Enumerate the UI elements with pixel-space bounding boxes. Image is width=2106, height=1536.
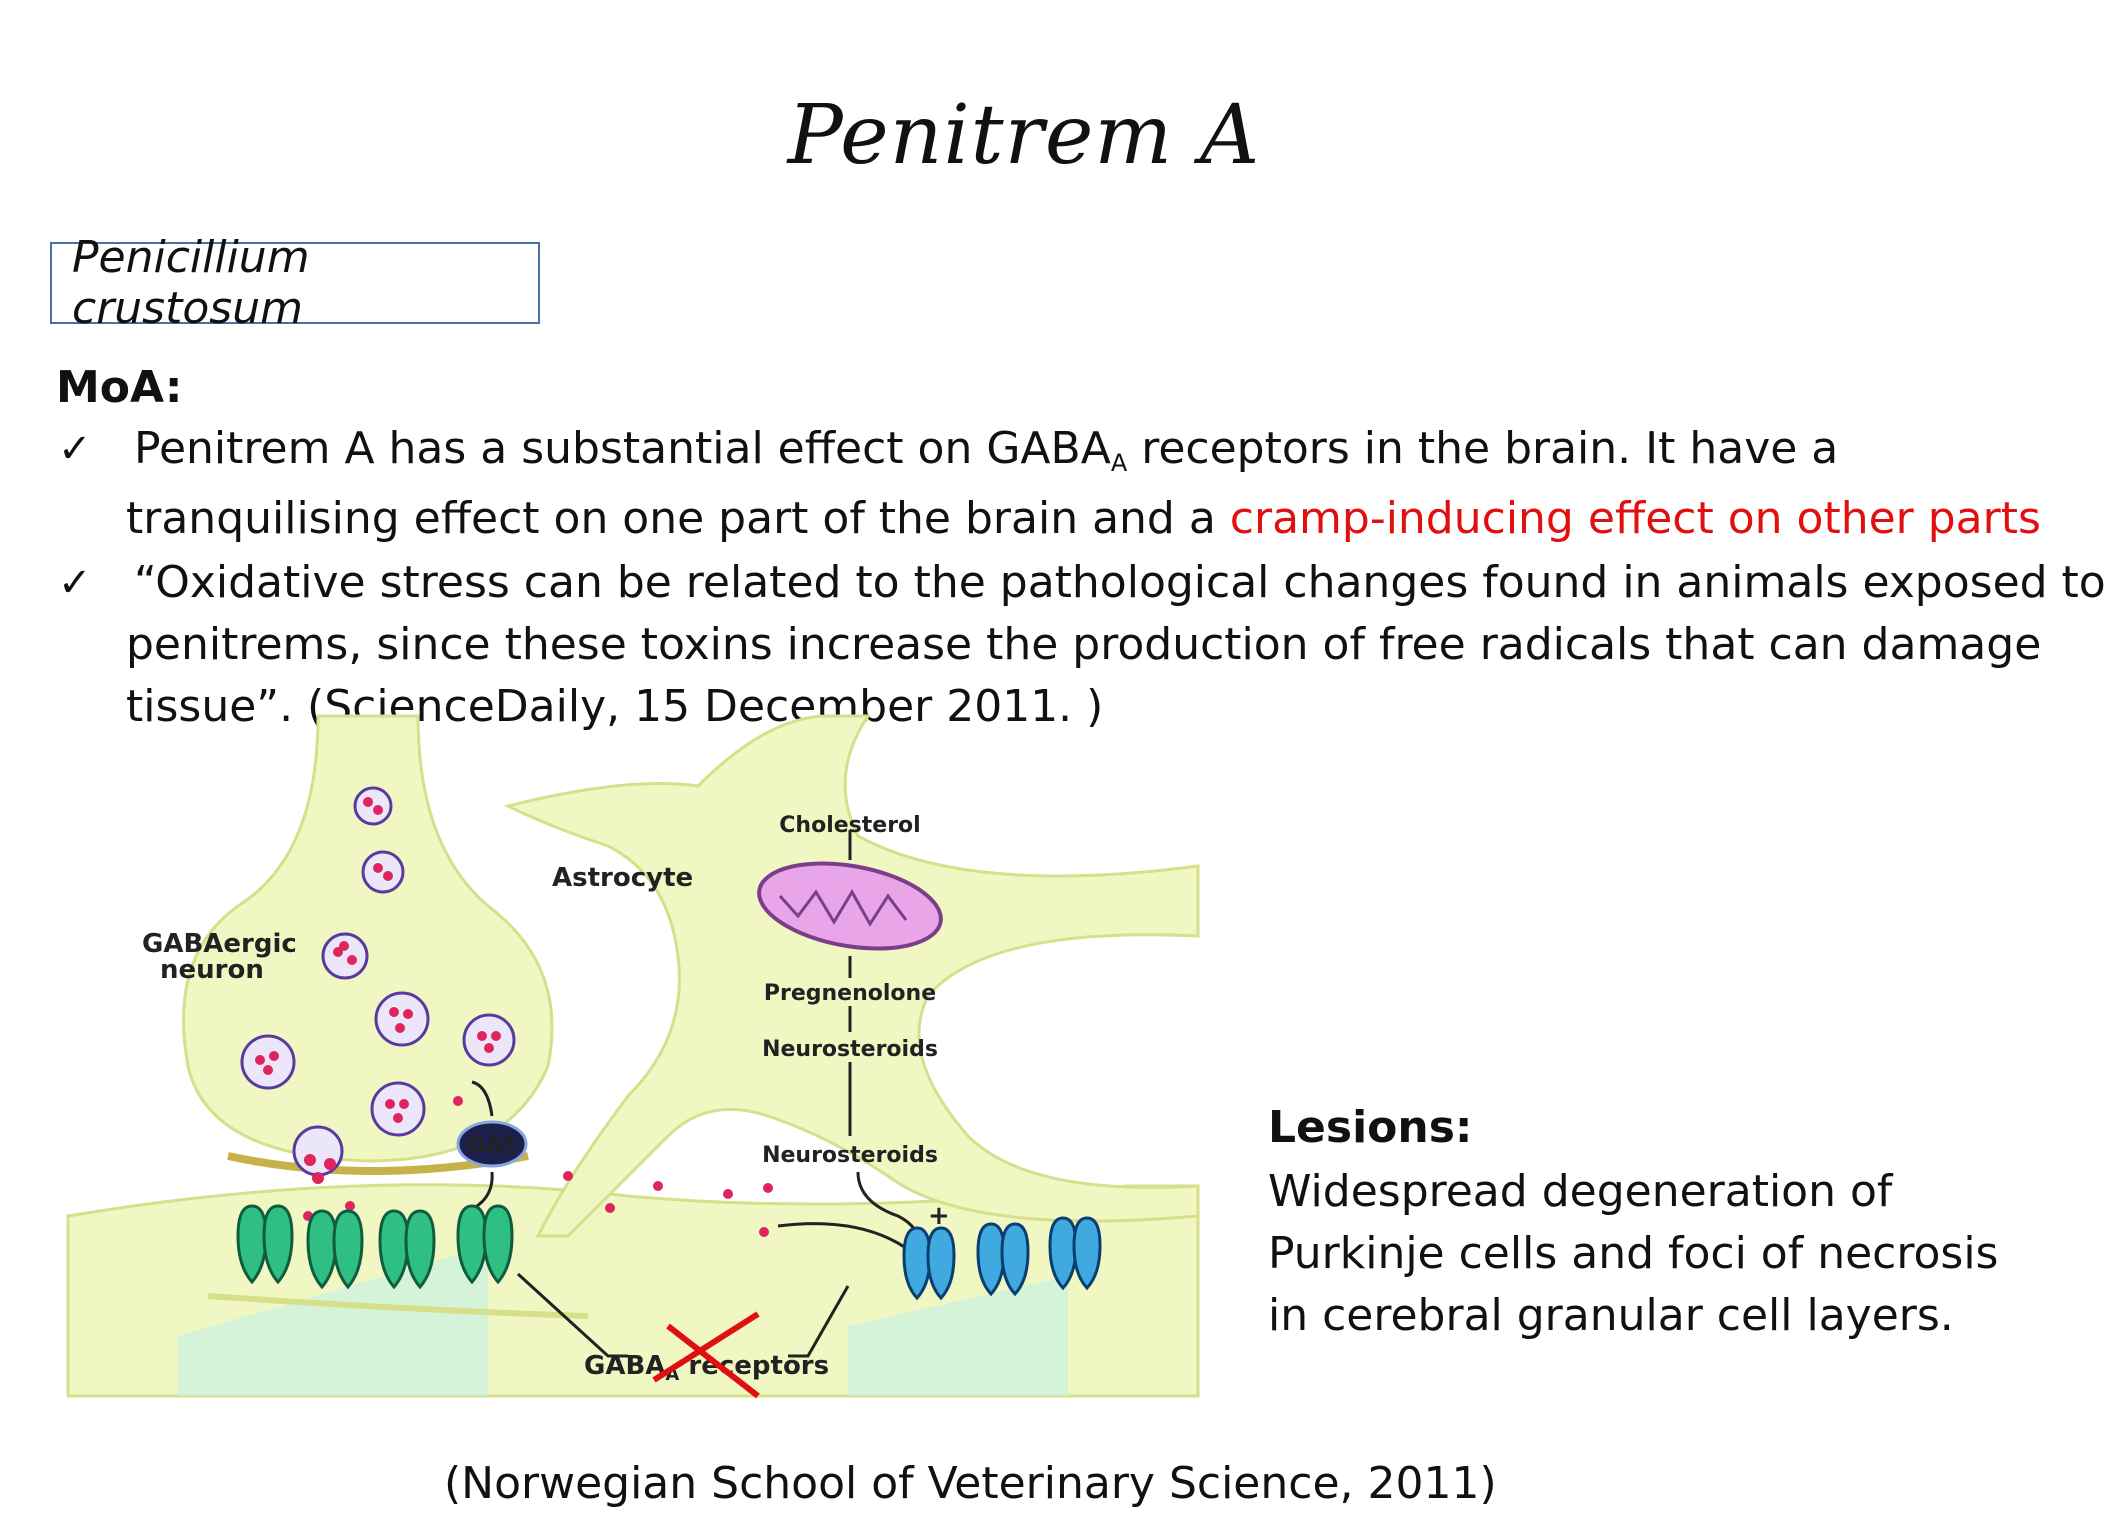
- lesions-line-1: Widespread degeneration of: [1268, 1166, 1893, 1217]
- label-neurosteroids: Neurosteroids: [762, 1037, 938, 1062]
- astrocyte-body: [503, 714, 1200, 1238]
- figure-illustration: GAT GABAergic neuron: [66, 714, 1200, 1399]
- checkmark-icon: ✓: [58, 426, 92, 472]
- source-caption: (Norwegian School of Veterinary Science,…: [444, 1458, 1497, 1509]
- label-neuron: neuron: [160, 955, 264, 985]
- emphasis-text: cramp-inducing effect on other parts: [1229, 493, 2041, 544]
- label-pregnenolone: Pregnenolone: [764, 981, 936, 1006]
- gat-label: GAT: [468, 1133, 516, 1158]
- gaba-synapse-figure: GAT GABAergic neuron: [66, 714, 1200, 1399]
- dendrite-fiber: [207, 1293, 589, 1319]
- gat-transporter-icon: [456, 1120, 528, 1168]
- gaba-molecules: [255, 797, 773, 1237]
- gat-arrow-icon: [471, 1080, 494, 1117]
- synaptic-vesicles: [240, 786, 516, 1177]
- species-box: Penicillium crustosum: [50, 232, 540, 334]
- bullet-2-line-1: “Oxidative stress can be related to the …: [134, 557, 2106, 608]
- text-segment: Penitrem A has a substantial effect on G…: [134, 423, 1111, 474]
- lesions-heading: Lesions:: [1268, 1102, 1473, 1153]
- bullet-1-line-2: tranquilising effect on one part of the …: [126, 488, 2041, 550]
- gaba-a-receptors-blue: [902, 1216, 1102, 1301]
- subscript: A: [1110, 449, 1128, 477]
- label-neurosteroids: Neurosteroids: [762, 1143, 938, 1168]
- mitochondrion-icon: [757, 861, 943, 951]
- bullet-2-line-2: penitrems, since these toxins increase t…: [126, 619, 2042, 670]
- gaba-a-receptors-green: [236, 1204, 514, 1290]
- slide-title: Penitrem A: [787, 88, 1261, 183]
- text-segment: receptors in the brain. It have a: [1127, 423, 1839, 474]
- species-name: Penicillium crustosum: [72, 232, 310, 334]
- bullet-1-line-1: Penitrem A has a substantial effect on G…: [134, 418, 1838, 494]
- bullet-2-line-3: tissue”. (ScienceDaily, 15 December 2011…: [126, 681, 1104, 732]
- label-astrocyte: Astrocyte: [552, 863, 693, 893]
- receptor-pointer-line: [516, 1272, 628, 1358]
- lesions-line-2: Purkinje cells and foci of necrosis: [1268, 1228, 1999, 1279]
- receptor-pointer-line: [788, 1285, 850, 1358]
- label-part: GABA: [584, 1351, 665, 1381]
- label-plus: +: [928, 1201, 950, 1231]
- lesions-line-3: in cerebral granular cell layers.: [1268, 1290, 1954, 1341]
- label-gabaergic: GABAergic: [142, 929, 297, 959]
- checkmark-icon: ✓: [58, 560, 92, 606]
- mitochondrion-cristae: [778, 889, 908, 927]
- label-cholesterol: Cholesterol: [779, 813, 920, 838]
- red-cross-icon: [652, 1311, 760, 1399]
- receptor-region-left: [178, 1246, 488, 1396]
- moa-heading: MoA:: [56, 362, 183, 413]
- receptor-region-right: [848, 1276, 1068, 1396]
- text-segment: tranquilising effect on one part of the …: [126, 493, 1230, 544]
